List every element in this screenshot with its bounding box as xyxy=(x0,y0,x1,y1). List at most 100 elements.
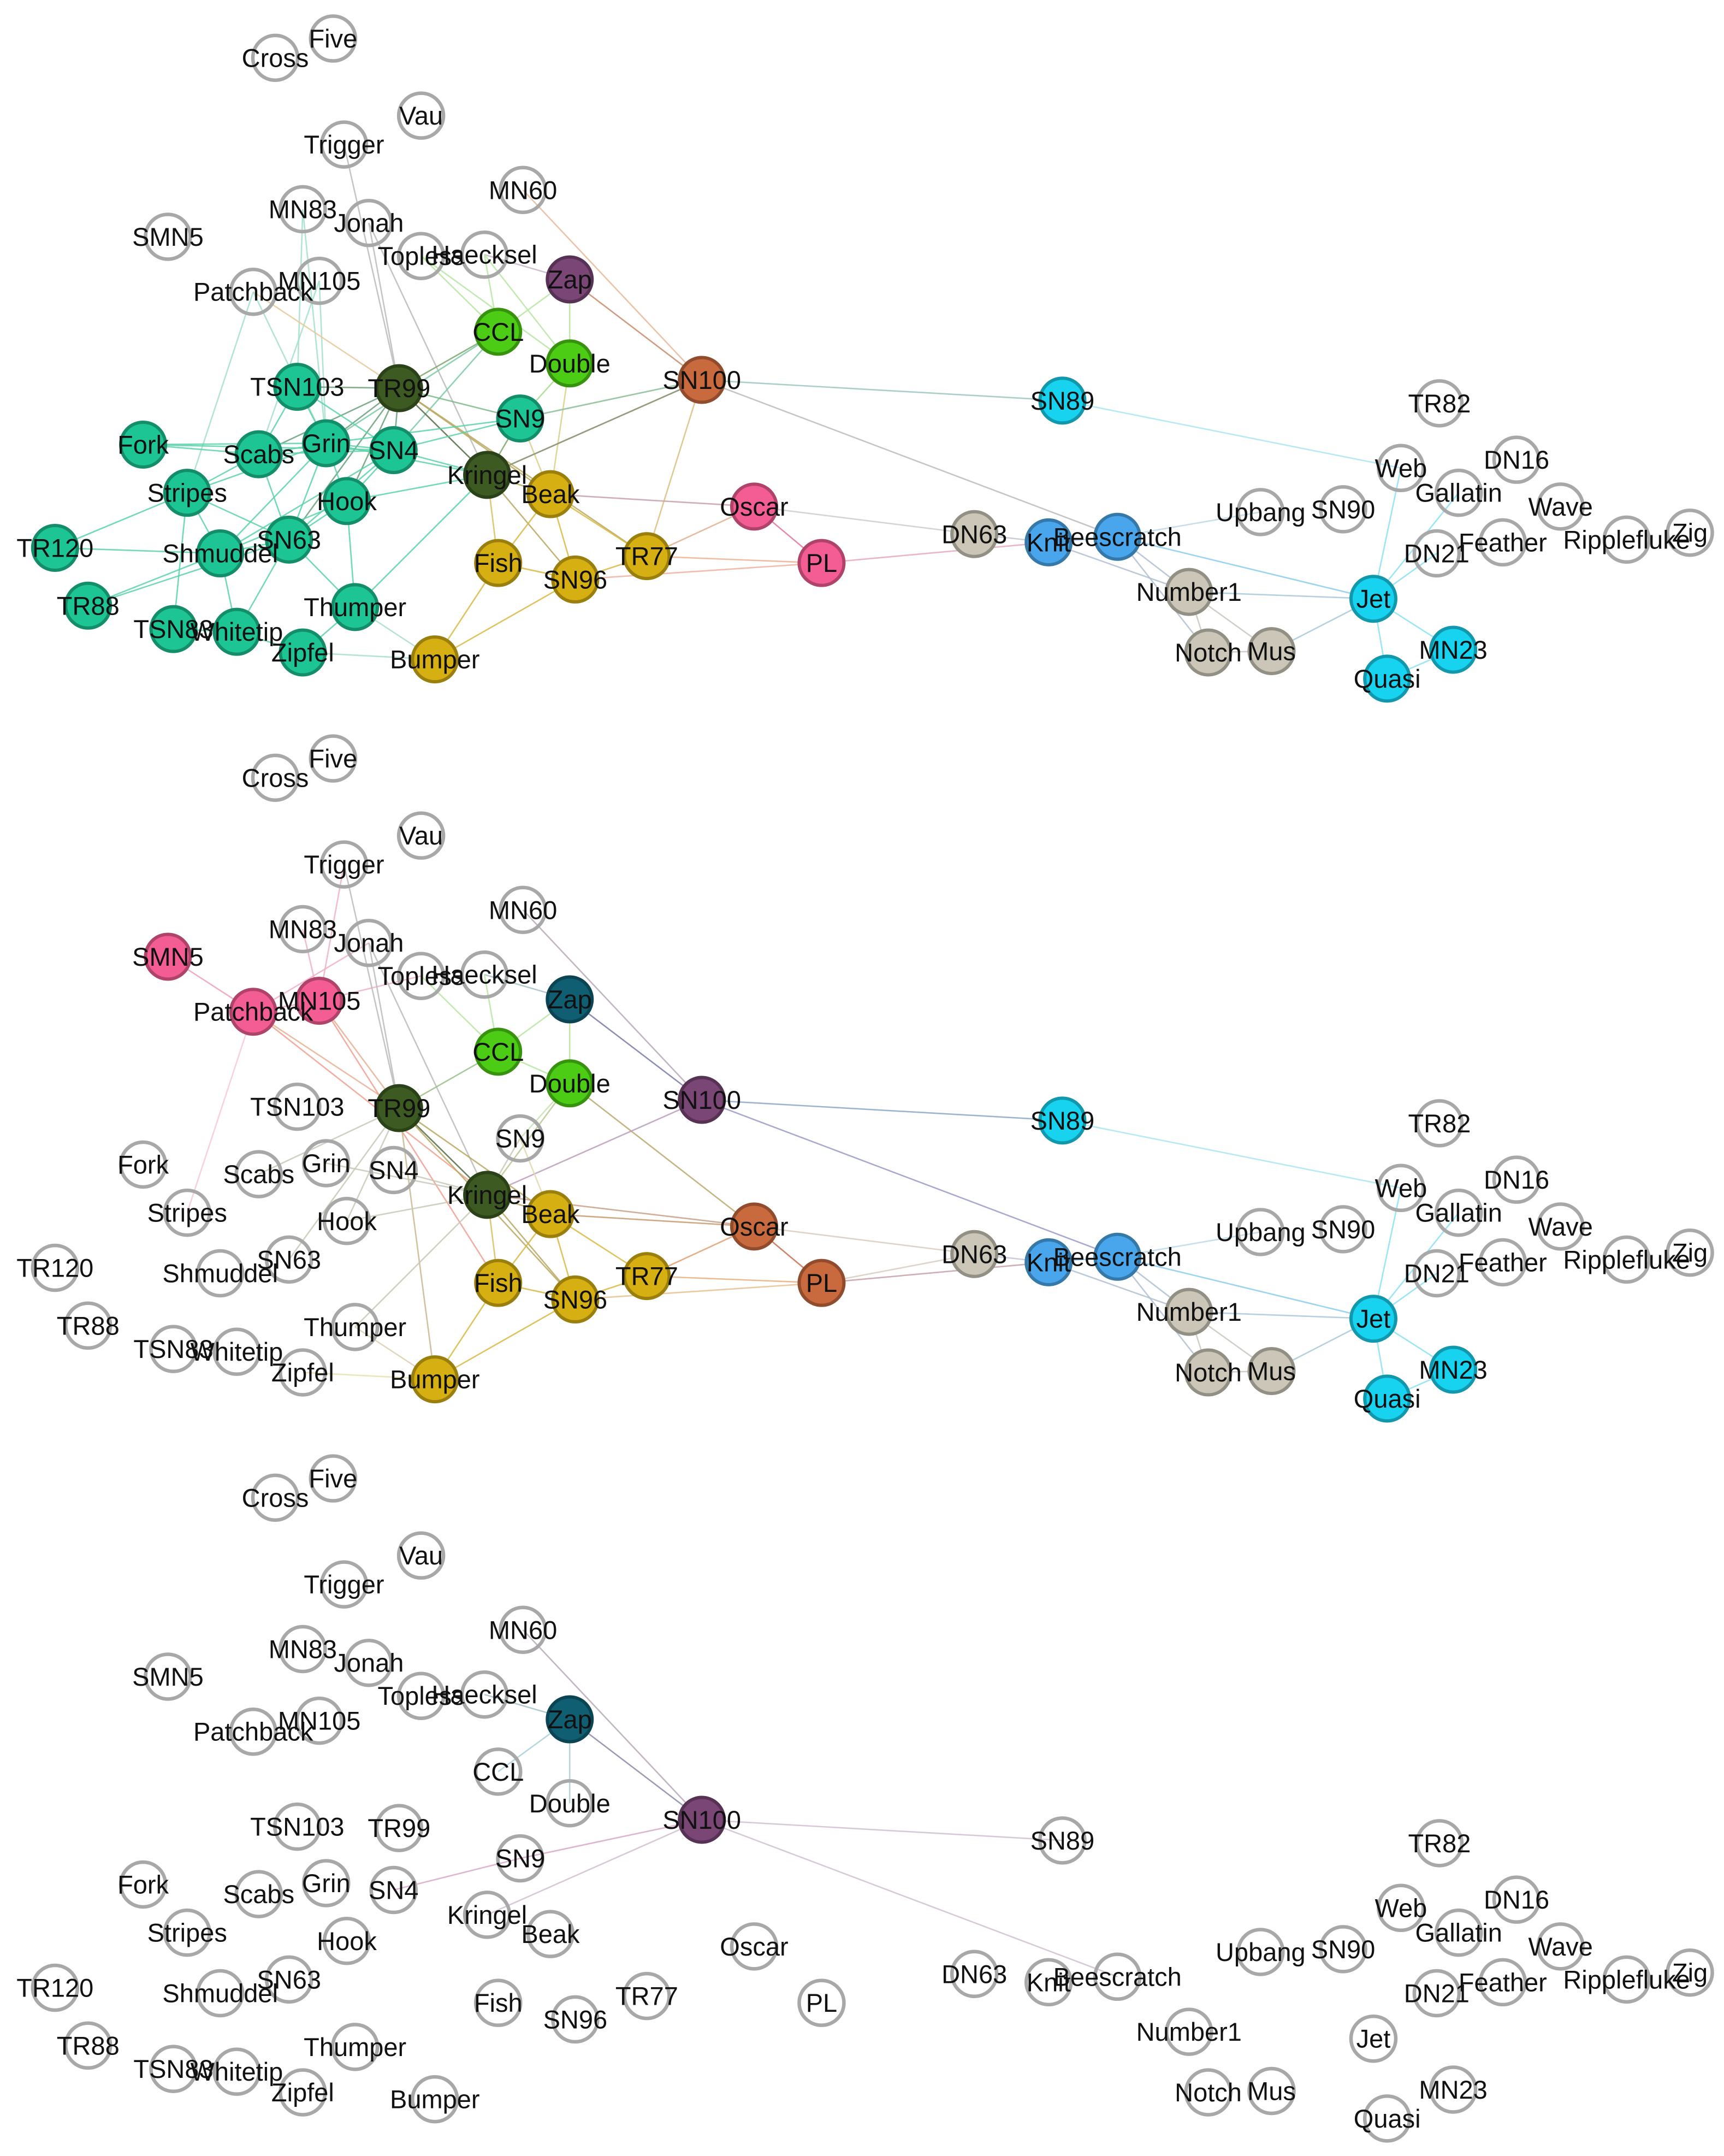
node-upbang: Upbang xyxy=(1216,488,1306,536)
node-label: Jonah xyxy=(334,209,404,238)
node-web: Web xyxy=(1375,1883,1427,1933)
node-label: Double xyxy=(529,1069,611,1098)
node-shmuddel: Shmuddel xyxy=(162,1969,278,2018)
node-label: Knit xyxy=(1027,1968,1071,1996)
node-circle xyxy=(345,1638,393,1687)
node-ccl: CCL xyxy=(472,1747,524,1796)
node-label: CCL xyxy=(472,1757,524,1786)
node-label: CCL xyxy=(472,317,524,346)
node-beak: Beak xyxy=(521,1190,580,1238)
node-circle xyxy=(149,2045,198,2093)
node-label: Oscar xyxy=(720,1212,788,1241)
node-circle xyxy=(322,1917,371,1965)
edge-sn96-pl xyxy=(575,562,822,581)
node-circle xyxy=(195,1249,245,1298)
node-label: Beescratch xyxy=(1053,1962,1182,1991)
node-label: Double xyxy=(529,1789,611,1818)
edge-patchback-stripes xyxy=(186,291,254,493)
node-circle xyxy=(1666,1228,1714,1277)
node-circle xyxy=(546,1779,594,1828)
node-label: Zap xyxy=(548,985,592,1014)
node-circle xyxy=(546,1059,594,1108)
node-tr99: TR99 xyxy=(368,364,430,412)
node-circle xyxy=(229,988,277,1036)
node-label: Cross xyxy=(242,43,309,72)
node-number1: Number1 xyxy=(1136,568,1242,616)
node-circle xyxy=(473,1978,523,2027)
node-label: Bumper xyxy=(390,645,480,674)
node-label: Knit xyxy=(1027,528,1071,557)
node-label: Beescratch xyxy=(1053,1242,1182,1271)
node-tr88: TR88 xyxy=(57,1301,120,1350)
node-mn23: MN23 xyxy=(1419,625,1488,674)
node-label: Vau xyxy=(399,821,443,850)
node-label: Topless xyxy=(377,241,464,270)
node-circle xyxy=(1165,2007,1213,2056)
node-label: SN96 xyxy=(543,2005,608,2034)
node-circle xyxy=(212,607,261,656)
node-circle xyxy=(322,1197,371,1245)
node-label: Web xyxy=(1375,1173,1427,1202)
node-tsn83: TSN83 xyxy=(133,605,214,653)
node-tr88: TR88 xyxy=(57,581,120,630)
edge-beescratch-upbang xyxy=(1117,511,1261,538)
edge-tr99-beak xyxy=(399,1107,551,1215)
node-sn63: SN63 xyxy=(257,1235,321,1284)
edge-fork-grin xyxy=(143,442,327,446)
edge-jonah-kringel xyxy=(368,942,488,1195)
node-label: Five xyxy=(309,1464,357,1493)
node-mn60: MN60 xyxy=(489,885,557,935)
node-number1: Number1 xyxy=(1136,2007,1242,2056)
node-label: Grin xyxy=(302,429,351,458)
node-circle xyxy=(730,1922,779,1971)
node-zig: Zig xyxy=(1666,1948,1714,1997)
node-circle xyxy=(1412,529,1461,578)
node-sn89: SN89 xyxy=(1030,1096,1094,1145)
node-circle xyxy=(301,1139,351,1188)
node-label: Cross xyxy=(242,1483,309,1512)
node-label: Fork xyxy=(117,430,169,459)
node-tr82: TR82 xyxy=(1408,1819,1471,1868)
node-label: Gallatin xyxy=(1415,479,1502,507)
node-circle xyxy=(1319,485,1367,534)
node-label: Fish xyxy=(474,1988,523,2017)
node-quasi: Quasi xyxy=(1354,2094,1421,2143)
node-grin: Grin xyxy=(301,1139,351,1188)
node-circle xyxy=(375,364,423,412)
node-circle xyxy=(1093,512,1142,561)
node-circle xyxy=(499,1605,547,1655)
edge-trigger-tr99 xyxy=(343,144,400,388)
node-mn105: MN105 xyxy=(278,1696,360,1745)
node-circle xyxy=(234,1150,283,1198)
edge-mn83-grin xyxy=(302,209,327,444)
node-zig: Zig xyxy=(1666,508,1714,557)
node-label: TSN83 xyxy=(133,1334,213,1363)
node-circle xyxy=(551,1275,600,1324)
node-label: Patchback xyxy=(193,997,313,1026)
node-label: Beak xyxy=(521,1919,580,1948)
node-circle xyxy=(1434,468,1483,517)
node-tr82: TR82 xyxy=(1408,379,1471,428)
node-label: TR77 xyxy=(615,542,678,571)
node-label: SN100 xyxy=(662,1085,741,1114)
node-circle xyxy=(273,1082,322,1131)
node-label: MN23 xyxy=(1419,635,1487,664)
node-circle xyxy=(64,2021,112,2070)
edge-oscar-dn63 xyxy=(754,1226,975,1255)
node-circle xyxy=(526,1190,574,1238)
node-circle xyxy=(474,308,523,356)
node-knit: Knit xyxy=(1024,1958,1073,2007)
node-label: MN23 xyxy=(1419,1355,1487,1384)
node-label: Fork xyxy=(117,1150,169,1179)
edge-mn83-tsn103 xyxy=(297,209,304,387)
node-label: TR82 xyxy=(1408,389,1471,418)
node-cross: Cross xyxy=(242,33,309,82)
node-circle xyxy=(1492,1875,1541,1924)
node-circle xyxy=(460,950,509,999)
node-mn105: MN105 xyxy=(278,256,360,305)
node-circle xyxy=(279,905,327,954)
edge-grin-sn9 xyxy=(326,417,520,444)
node-label: Feather xyxy=(1459,1248,1547,1277)
node-circle xyxy=(1184,2068,1233,2117)
node-label: SN9 xyxy=(495,404,545,433)
